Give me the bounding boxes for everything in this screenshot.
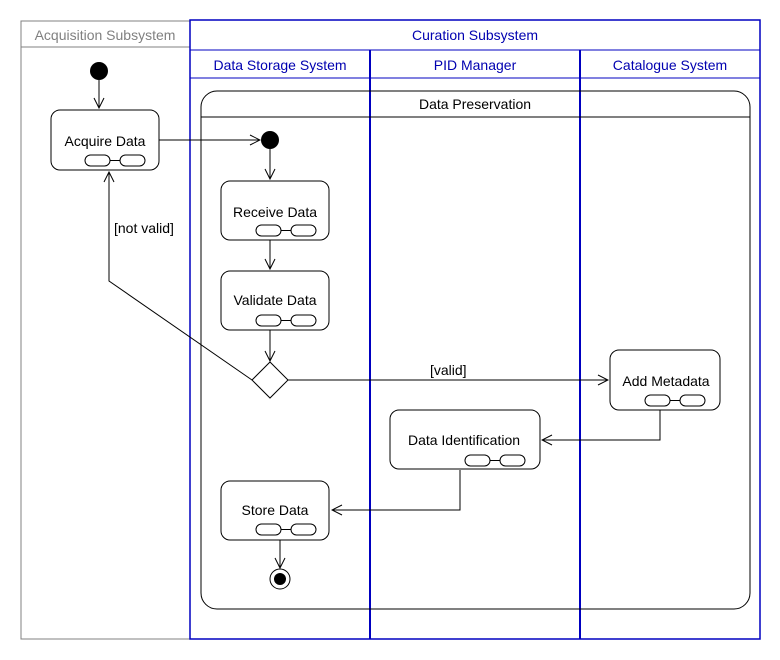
action-identification-label: Data Identification: [408, 432, 520, 448]
flow-edges: [99, 80, 661, 568]
edge-metadata-to-identify: [542, 410, 661, 440]
initial-node-preservation: [261, 131, 279, 149]
action-store-data: Store Data: [220, 480, 330, 541]
lane-curation-title: Curation Subsystem: [412, 27, 538, 43]
action-receive-label: Receive Data: [233, 204, 317, 220]
action-data-identification: Data Identification: [389, 409, 541, 470]
rake-icon: [464, 454, 526, 467]
decision-node: [251, 361, 289, 399]
edge-identify-to-store: [332, 470, 461, 510]
guard-valid: [valid]: [430, 362, 467, 378]
lane-catalogue-title: Catalogue System: [613, 57, 727, 73]
action-receive-data: Receive Data: [220, 180, 330, 241]
action-validate-data: Validate Data: [220, 270, 330, 331]
lane-data-storage-title: Data Storage System: [213, 57, 346, 73]
lane-curation: Curation Subsystem Data Storage System P…: [189, 19, 761, 640]
initial-node-acquisition: [90, 62, 108, 80]
guard-not-valid: [not valid]: [114, 220, 174, 236]
edge-not-valid: [109, 172, 253, 381]
lane-pid-manager-title: PID Manager: [434, 57, 517, 73]
region-title: Data Preservation: [419, 96, 531, 112]
rake-icon: [255, 224, 317, 237]
action-add-metadata-label: Add Metadata: [622, 373, 709, 389]
action-store-label: Store Data: [242, 502, 309, 518]
rake-icon: [84, 154, 146, 167]
region-data-preservation: Data Preservation: [200, 90, 751, 610]
action-add-metadata: Add Metadata: [609, 349, 721, 411]
lane-acquisition-title: Acquisition Subsystem: [35, 27, 176, 43]
action-validate-label: Validate Data: [233, 292, 316, 308]
action-acquire-data: Acquire Data: [50, 109, 160, 171]
action-acquire-label: Acquire Data: [65, 133, 146, 149]
rake-icon: [255, 523, 317, 536]
rake-icon: [644, 394, 706, 407]
final-node: [269, 568, 291, 590]
rake-icon: [255, 314, 317, 327]
